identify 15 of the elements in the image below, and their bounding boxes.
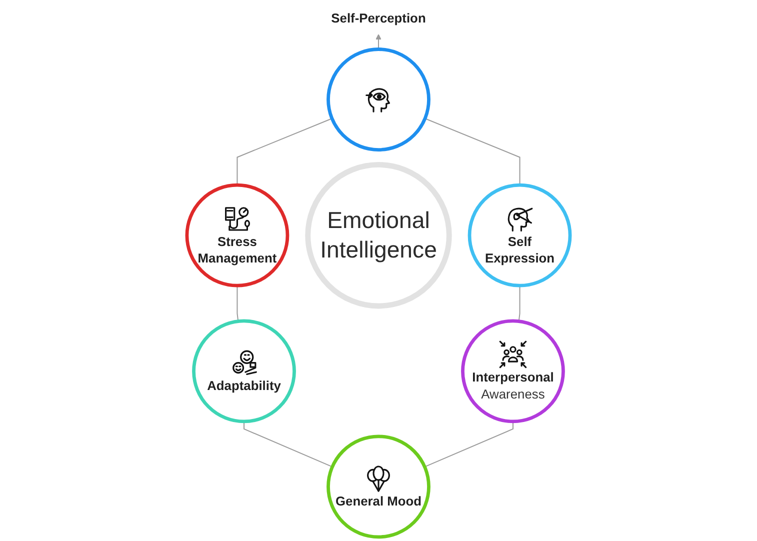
connector: [424, 421, 514, 468]
connector: [236, 118, 332, 186]
connector: [518, 286, 520, 322]
connector: [424, 118, 520, 186]
node-text: Self-Perception: [331, 12, 426, 26]
node-circle: Stress Management: [185, 183, 290, 288]
node-circle: General Mood: [326, 434, 430, 539]
node-circle: Interpersonal Awareness: [461, 319, 565, 424]
node-circle: Emotional Intelligence: [305, 162, 452, 309]
node-circle: Self Expression: [468, 183, 572, 288]
node-circle: [326, 48, 430, 152]
connector: [236, 286, 239, 322]
connector: [244, 421, 333, 468]
node-circle: Adaptability: [192, 319, 296, 424]
arrow: [376, 34, 382, 50]
